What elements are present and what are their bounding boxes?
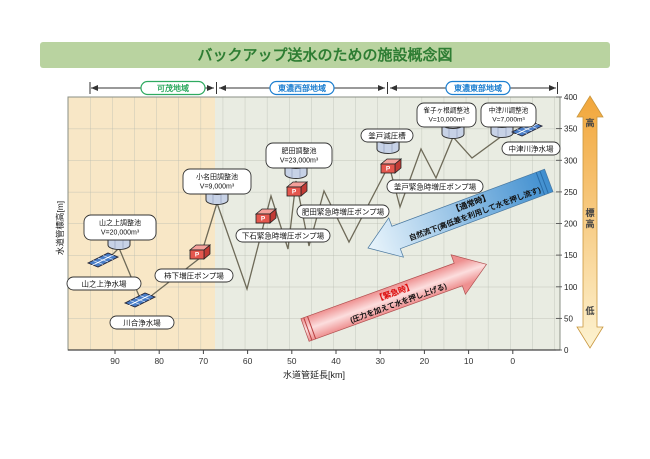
label-kakishita-pump: 柿下増圧ポンプ場: [154, 268, 234, 283]
elevation-mid-label-2: 高: [585, 218, 594, 229]
pump-icon-kakishita: [189, 244, 211, 260]
svg-text:東濃東部地域: 東濃東部地域: [454, 83, 502, 93]
svg-text:400: 400: [564, 93, 578, 102]
svg-text:下石緊急時増圧ポンプ場: 下石緊急時増圧ポンプ場: [242, 231, 325, 241]
svg-text:80: 80: [154, 356, 164, 366]
svg-text:東濃西部地域: 東濃西部地域: [278, 83, 326, 93]
region-label-kamo: 可茂地域: [140, 80, 206, 96]
pump-icon-hida: [286, 181, 308, 197]
svg-text:100: 100: [564, 283, 578, 292]
title-bar: バックアップ送水のための施設概念図: [40, 42, 610, 68]
svg-text:釜戸緊急時増圧ポンプ場: 釜戸緊急時増圧ポンプ場: [394, 182, 477, 192]
svg-text:50: 50: [287, 356, 297, 366]
region-span-arrowheads: [91, 85, 556, 91]
svg-text:P: P: [386, 166, 391, 173]
x-axis-label: 水道管延長[km]: [283, 369, 345, 380]
region-label-tono-east: 東濃東部地域: [445, 80, 511, 96]
label-kamado-pump: 釜戸緊急時増圧ポンプ場: [386, 179, 484, 194]
svg-text:200: 200: [564, 220, 578, 229]
svg-text:P: P: [195, 252, 200, 259]
region-label-tono-west: 東濃西部地域: [269, 80, 335, 96]
svg-text:60: 60: [243, 356, 253, 366]
elevation-high-label: 高: [585, 117, 594, 128]
label-oroshi-pump: 下石緊急時増圧ポンプ場: [235, 228, 331, 243]
label-hida-pump: 肥田緊急時増圧ポンプ場: [296, 204, 390, 219]
pump-icon-kamado: [380, 158, 402, 174]
svg-text:柿下増圧ポンプ場: 柿下増圧ポンプ場: [164, 271, 224, 281]
svg-text:350: 350: [564, 125, 578, 134]
pump-icon-oroshi: [255, 208, 277, 224]
x-tick-labels: 90 80 70 60 50 40 30 20 10 0: [110, 356, 515, 366]
svg-text:250: 250: [564, 188, 578, 197]
svg-text:P: P: [261, 216, 266, 223]
elevation-scale-arrow: 高 標 高 低: [576, 95, 604, 349]
y-ticks-right: [556, 96, 562, 351]
svg-text:30: 30: [375, 356, 385, 366]
svg-text:中津川浄水場: 中津川浄水場: [509, 144, 554, 154]
y-axis-label: 水道管標高[m]: [55, 201, 65, 255]
svg-text:川合浄水場: 川合浄水場: [123, 318, 161, 328]
svg-text:0: 0: [510, 356, 515, 366]
page-title: バックアップ送水のための施設概念図: [197, 46, 452, 64]
svg-text:300: 300: [564, 156, 578, 165]
x-ticks: [114, 350, 514, 354]
svg-text:20: 20: [420, 356, 430, 366]
svg-text:山之上浄水場: 山之上浄水場: [82, 279, 127, 289]
svg-text:0: 0: [564, 346, 569, 355]
facility-icons: P P P P: [87, 118, 543, 308]
elevation-low-label: 低: [584, 305, 594, 316]
facility-oval-labels: 山之上浄水場 川合浄水場 柿下増圧ポンプ場 下石緊急時増圧ポンプ場 肥田緊急時増…: [66, 128, 561, 330]
svg-text:70: 70: [199, 356, 209, 366]
svg-text:150: 150: [564, 251, 578, 260]
elevation-mid-label-1: 標: [585, 207, 594, 218]
svg-text:40: 40: [331, 356, 341, 366]
svg-text:釜戸減圧槽: 釜戸減圧槽: [368, 131, 406, 141]
label-yamanoue-plant: 山之上浄水場: [66, 276, 142, 291]
svg-text:10: 10: [464, 356, 474, 366]
label-kamado-tank: 釜戸減圧槽: [360, 128, 414, 143]
y-tick-labels-right: 400 350 300 250 200 150 100 50 0: [564, 93, 578, 355]
label-nakatsugawa-plant: 中津川浄水場: [501, 141, 561, 156]
svg-text:可茂地域: 可茂地域: [157, 83, 189, 93]
svg-text:90: 90: [110, 356, 120, 366]
svg-text:50: 50: [564, 314, 573, 323]
pump-letters: P P P P: [195, 166, 391, 259]
svg-text:P: P: [292, 189, 297, 196]
svg-text:肥田緊急時増圧ポンプ場: 肥田緊急時増圧ポンプ場: [302, 207, 385, 217]
label-kawai-plant: 川合浄水場: [109, 315, 175, 330]
